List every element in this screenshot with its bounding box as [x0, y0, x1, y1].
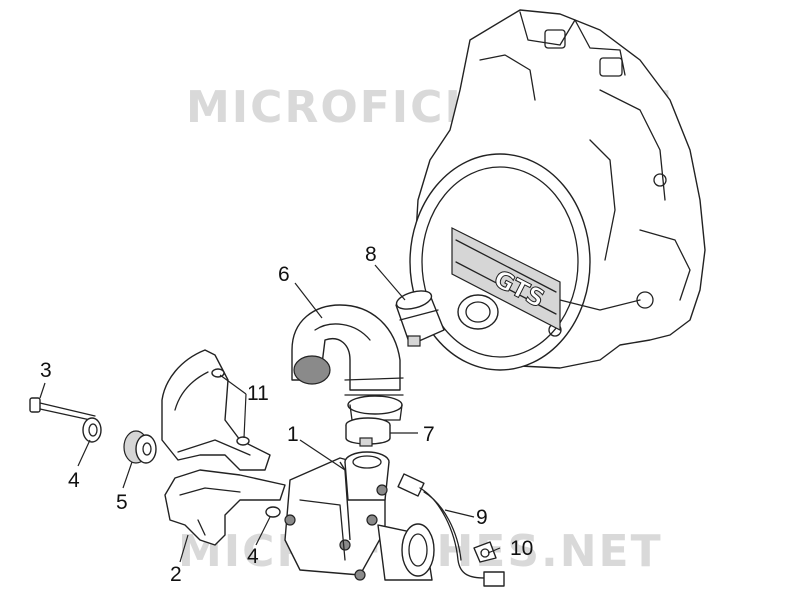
callout-11: 11 — [247, 382, 269, 405]
part-4-washer-lower — [265, 506, 281, 518]
callout-6: 6 — [278, 263, 290, 286]
callout-4a: 4 — [68, 469, 80, 492]
engine-cover — [409, 9, 706, 371]
bracket-plate — [161, 349, 271, 471]
callout-1: 1 — [287, 423, 299, 446]
callout-7: 7 — [423, 423, 435, 446]
part-5-bushing — [123, 430, 157, 464]
callout-4b: 4 — [247, 545, 259, 568]
callout-9: 9 — [476, 506, 488, 529]
callout-10: 10 — [510, 537, 534, 560]
part-1-water-pump — [284, 451, 435, 581]
part-3-bolt — [29, 397, 96, 422]
part-9-wiring — [397, 473, 505, 587]
part-11-washers — [211, 368, 250, 446]
part-8-hose-clamp — [395, 290, 445, 347]
part-7-hose-clamp — [345, 417, 391, 447]
part-4-grommet — [82, 417, 102, 443]
callout-2: 2 — [170, 563, 182, 586]
callout-5: 5 — [116, 491, 128, 514]
part-6-coolant-hose — [291, 304, 404, 421]
leader-lines — [39, 264, 501, 563]
part-10-connector — [473, 541, 497, 563]
part-2-bracket — [164, 469, 286, 546]
callout-3: 3 — [40, 359, 52, 382]
callout-8: 8 — [365, 243, 377, 266]
